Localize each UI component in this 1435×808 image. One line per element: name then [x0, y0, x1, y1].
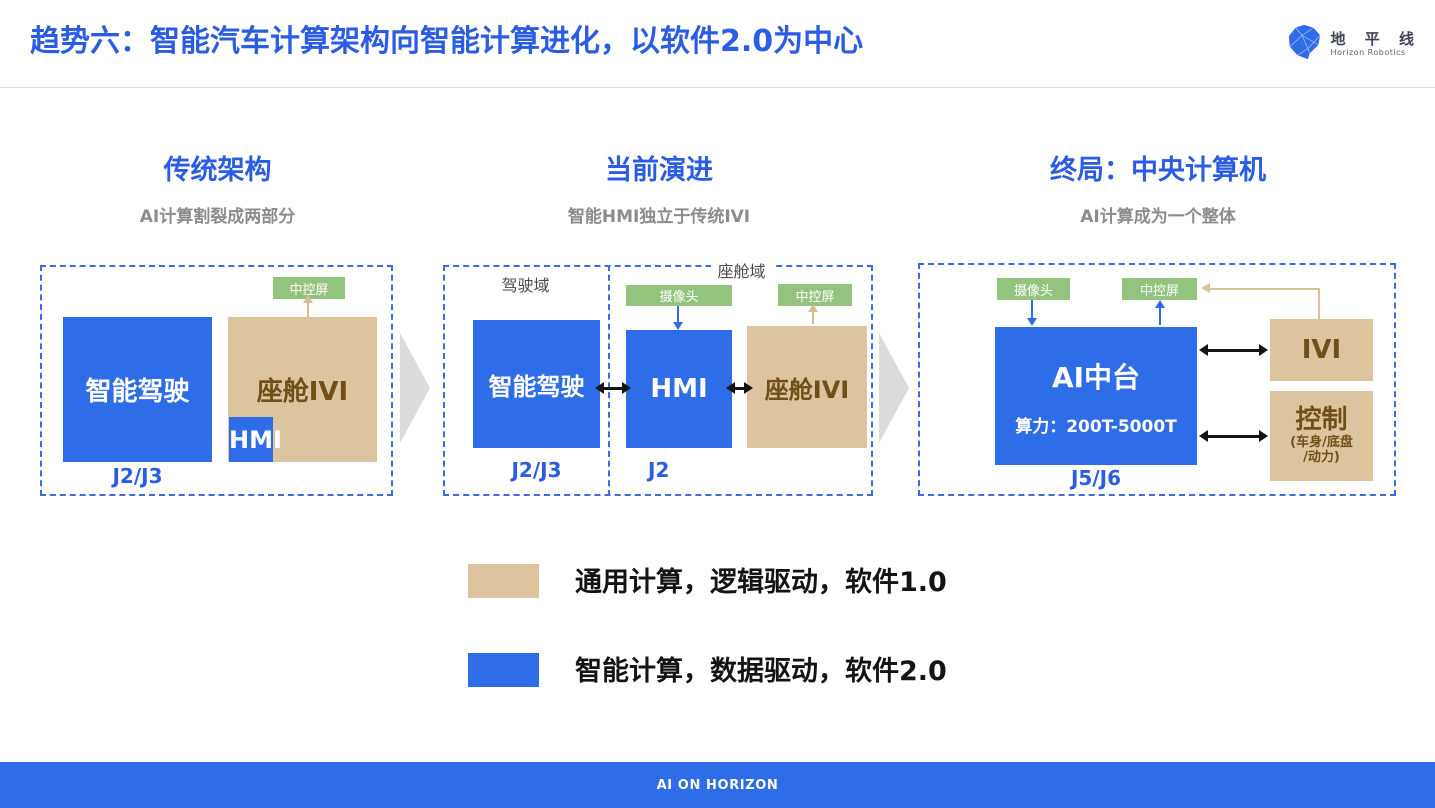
ai-ivi-link-arrow-icon — [1199, 344, 1268, 356]
panel2-frame — [443, 265, 873, 496]
legend-label-general-compute: 通用计算，逻辑驱动，软件1.0 — [575, 567, 947, 598]
panel3-frame — [918, 263, 1396, 496]
brain-logo-icon — [1286, 22, 1324, 66]
panel3-ai-to-screen-arrow-icon — [1155, 300, 1165, 325]
column2-subtitle: 智能HMI独立于传统IVI — [567, 207, 751, 227]
horizon-logo: 地 平 线 Horizon Robotics — [1286, 22, 1421, 66]
ai-control-link-arrow-icon — [1199, 430, 1268, 442]
panel2-cockpit-ivi-box: 座舱IVI — [747, 326, 867, 448]
transition-arrow-icon — [879, 333, 909, 443]
panel1-smart-driving-box: 智能驾驶 — [63, 317, 212, 462]
driving-hmi-link-arrow-icon — [595, 382, 631, 394]
legend-swatch-general-compute — [468, 564, 539, 598]
panel2-hmi-box: HMI — [626, 330, 732, 448]
control-title: 控制 — [1295, 405, 1348, 436]
panel2-ivi-to-screen-arrow-icon — [808, 304, 818, 324]
panel2-screen-tag: 中控屏 — [778, 284, 852, 306]
transition-arrow-icon — [400, 333, 430, 443]
panel2-chip-driving-label: J2/J3 — [511, 458, 562, 482]
panel3-ivi-to-screen-elbow-arrow-icon — [1201, 283, 1320, 319]
legend-swatch-smart-compute — [468, 653, 539, 687]
panel1-hmi-box: HMI — [229, 417, 282, 462]
header-divider — [0, 87, 1435, 88]
column1-subtitle: AI计算割裂成两部分 — [139, 207, 296, 227]
panel2-camera-tag: 摄像头 — [626, 285, 732, 306]
panel3-camera-to-ai-arrow-icon — [1027, 300, 1037, 326]
panel1-screen-tag: 中控屏 — [273, 277, 345, 299]
panel2-camera-to-hmi-arrow-icon — [673, 306, 683, 330]
panel1-frame — [40, 265, 393, 496]
panel3-ai-hub-box: AI中台 算力：200T-5000T — [995, 327, 1197, 465]
panel2-chip-hmi-label: J2 — [648, 458, 670, 482]
column1-title: 传统架构 — [163, 155, 272, 186]
panel1-chip-label: J2/J3 — [112, 464, 163, 488]
logo-name-en: Horizon Robotics — [1330, 48, 1406, 58]
legend-label-smart-compute: 智能计算，数据驱动，软件2.0 — [575, 656, 947, 687]
control-sub2: /动力) — [1303, 449, 1340, 465]
hmi-ivi-link-arrow-icon — [726, 382, 753, 394]
panel3-ivi-box: IVI — [1270, 319, 1373, 381]
column2-title: 当前演进 — [605, 155, 713, 186]
page-title: 趋势六：智能汽车计算架构向智能计算进化，以软件2.0为中心 — [30, 24, 864, 59]
column3-title: 终局：中央计算机 — [1050, 155, 1266, 186]
panel2-cockpit-domain-label: 座舱域 — [610, 258, 873, 282]
column3-subtitle: AI计算成为一个整体 — [1080, 207, 1236, 227]
panel3-control-box: 控制 (车身/底盘 /动力) — [1270, 391, 1373, 481]
control-sub1: (车身/底盘 — [1290, 435, 1353, 450]
logo-name-cn: 地 平 线 — [1330, 29, 1421, 48]
panel3-camera-tag: 摄像头 — [997, 278, 1070, 300]
ai-hub-compute-power: 算力：200T-5000T — [1015, 416, 1177, 437]
panel2-domain-divider — [608, 265, 610, 496]
panel3-screen-tag: 中控屏 — [1122, 278, 1197, 300]
ai-hub-title: AI中台 — [1051, 360, 1141, 394]
panel2-smart-driving-box: 智能驾驶 — [473, 320, 600, 448]
panel1-ivi-to-screen-arrow-icon — [303, 295, 313, 317]
footer-banner: AI ON HORIZON — [0, 762, 1435, 808]
panel2-driving-domain-label: 驾驶域 — [443, 272, 608, 296]
panel3-chip-label: J5/J6 — [1070, 466, 1122, 490]
